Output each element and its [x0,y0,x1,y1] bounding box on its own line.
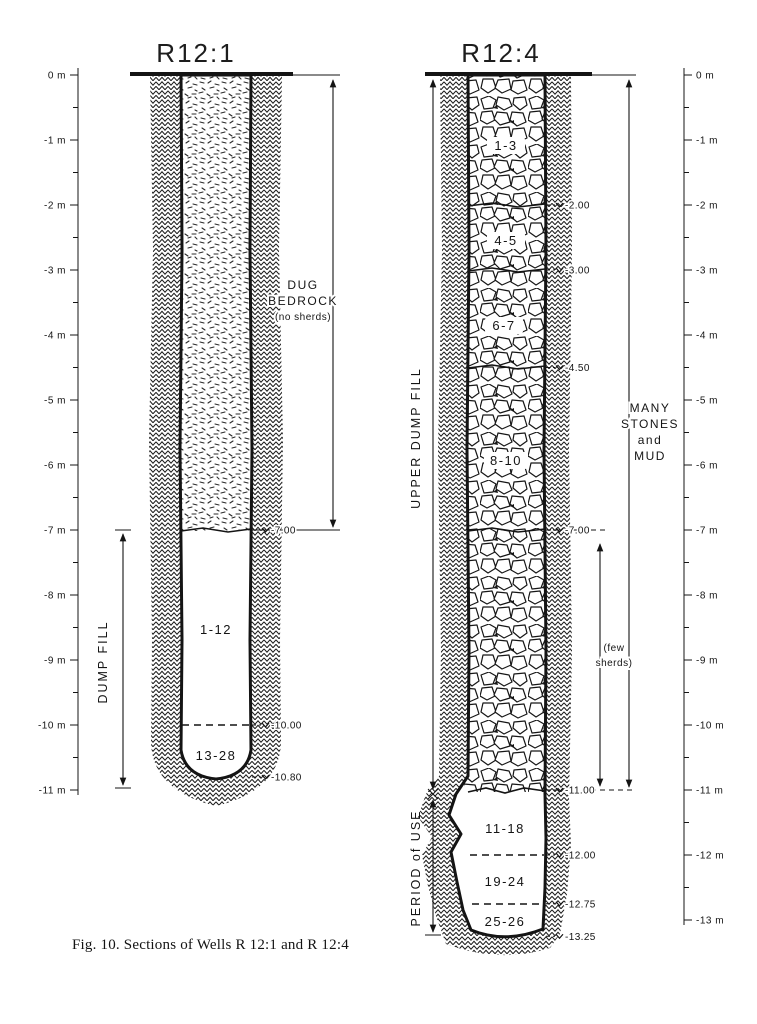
depth-check-icon [261,527,270,533]
scale-label: -1 m [44,136,66,147]
right-well-title: R12:4 [461,38,540,68]
right-sherd-group-1: 1-3 [494,138,517,153]
depth-label: -10.00 [271,721,302,732]
scale-label: -10 m [696,721,724,732]
scale-label: -5 m [44,396,66,407]
scale-label: -8 m [696,591,718,602]
depth-label: -2.00 [565,201,590,212]
scale-label: -6 m [696,461,718,472]
left-well-title: R12:1 [156,38,235,68]
depth-check-icon [555,901,564,907]
right-sherd-group-3: 6-7 [492,318,515,333]
group-label-patch [485,317,523,334]
depth-check-icon [555,202,564,208]
depth-label: -3.00 [565,266,590,277]
right-sherd-group-4: 8-10 [490,453,522,468]
depth-check-icon [261,722,270,728]
dump-fill-label: DUMP FILL [96,620,110,703]
left-sherd-group-upper: 1-12 [200,622,232,637]
right-shaft-wall-outline [447,73,548,939]
group-label-patch [487,232,525,249]
scale-label: -7 m [44,526,66,537]
scale-label: 0 m [48,71,66,82]
dug-bedrock-label-line2: BEDROCK [268,294,338,308]
group-label-patch [487,137,525,154]
depth-check-icon [555,527,564,533]
scale-label: -3 m [44,266,66,277]
figure-caption: Fig. 10. Sections of Wells R 12:1 and R … [72,937,349,953]
scale-label: -2 m [44,201,66,212]
left-shaft-stipple-fill [180,75,252,531]
scale-label: -4 m [44,331,66,342]
depth-check-icon [261,774,270,780]
depth-check-icon [555,933,564,940]
scale-label: -13 m [696,916,724,927]
scale-label: -12 m [696,851,724,862]
left-level-line-7m [180,527,252,533]
dug-bedrock-label-line1: DUG [287,278,318,292]
dug-bedrock-label-line3: (no sherds) [275,312,331,323]
depth-label: -4.50 [565,363,590,374]
right-depth-marks: -2.00 -3.00 -4.50 -7.00 -11.00 -12.00 -12.75 -1… [546,199,597,944]
depth-label: -7.00 [565,526,590,537]
scale-label: -3 m [696,266,718,277]
right-level-line-3m [467,267,546,273]
scale-label: -11 m [39,786,66,797]
scale-label: -8 m [44,591,66,602]
right-depth-ruler: 0 m -1 m -2 m -3 m -4 m -5 m -6 m -7 m -8 m -9 m -… [683,68,724,927]
few-sherds-label-line2: sherds) [596,658,633,669]
period-of-use-label: PERIOD of USE [409,810,423,927]
right-dimension-cross-mark [427,788,439,800]
scale-label: -5 m [696,396,718,407]
scale-label: -1 m [696,136,718,147]
depth-label: -7.00 [271,526,296,537]
many-stones-label-line2: STONES [621,417,679,431]
depth-label: -11.00 [565,786,595,797]
many-stones-label-line4: MUD [634,449,666,463]
right-stones-bottom-line [467,787,546,794]
depth-label: -10.80 [271,773,302,784]
depth-check-icon [555,852,564,858]
scale-label: -7 m [696,526,718,537]
chamber-group-1: 11-18 [485,821,525,836]
left-shaft-wall-outline [178,73,254,781]
many-stones-label-line1: MANY [630,401,671,415]
scale-label: -6 m [44,461,66,472]
left-sherd-group-lower: 13-28 [196,748,237,763]
right-level-line-2m [467,202,546,208]
left-depth-marks: -7.00 -10.00 -10.80 [252,524,303,785]
many-stones-label-line3: and [638,433,663,447]
depth-label: -12.75 [565,899,596,910]
scale-label: 0 m [696,71,714,82]
scale-label: -4 m [696,331,718,342]
group-label-patch [484,452,528,469]
scale-label: -10 m [38,721,66,732]
left-well-section: 1-12 13-28 DUG BEDROCK (no sherds) DUMP … [96,72,340,806]
chamber-group-2: 19-24 [485,874,526,889]
scale-label: -9 m [696,656,718,667]
scale-label: -9 m [44,656,66,667]
right-level-line-4_5m [467,364,546,370]
depth-check-icon [555,365,564,371]
scale-label: -2 m [696,201,718,212]
depth-label: -13.25 [565,932,596,943]
depth-check-icon [555,267,564,273]
few-sherds-label-line1: (few [604,643,625,654]
right-shaft-stone-fill [464,75,546,792]
chamber-group-3: 25-26 [485,914,526,929]
right-sherd-group-2: 4-5 [494,233,517,248]
depth-check-icon [555,787,564,793]
right-level-line-7m [467,527,546,533]
right-well-section: 1-3 4-5 6-7 8-10 11-18 19-24 25-26 MANY … [409,72,680,956]
scale-label: -11 m [696,786,723,797]
depth-label: -12.00 [565,851,596,862]
upper-dump-fill-label: UPPER DUMP FILL [409,367,423,509]
left-depth-ruler: 0 m -1 m -2 m -3 m -4 m -5 m -6 m -7 m -8 m -9 m -… [38,68,79,797]
